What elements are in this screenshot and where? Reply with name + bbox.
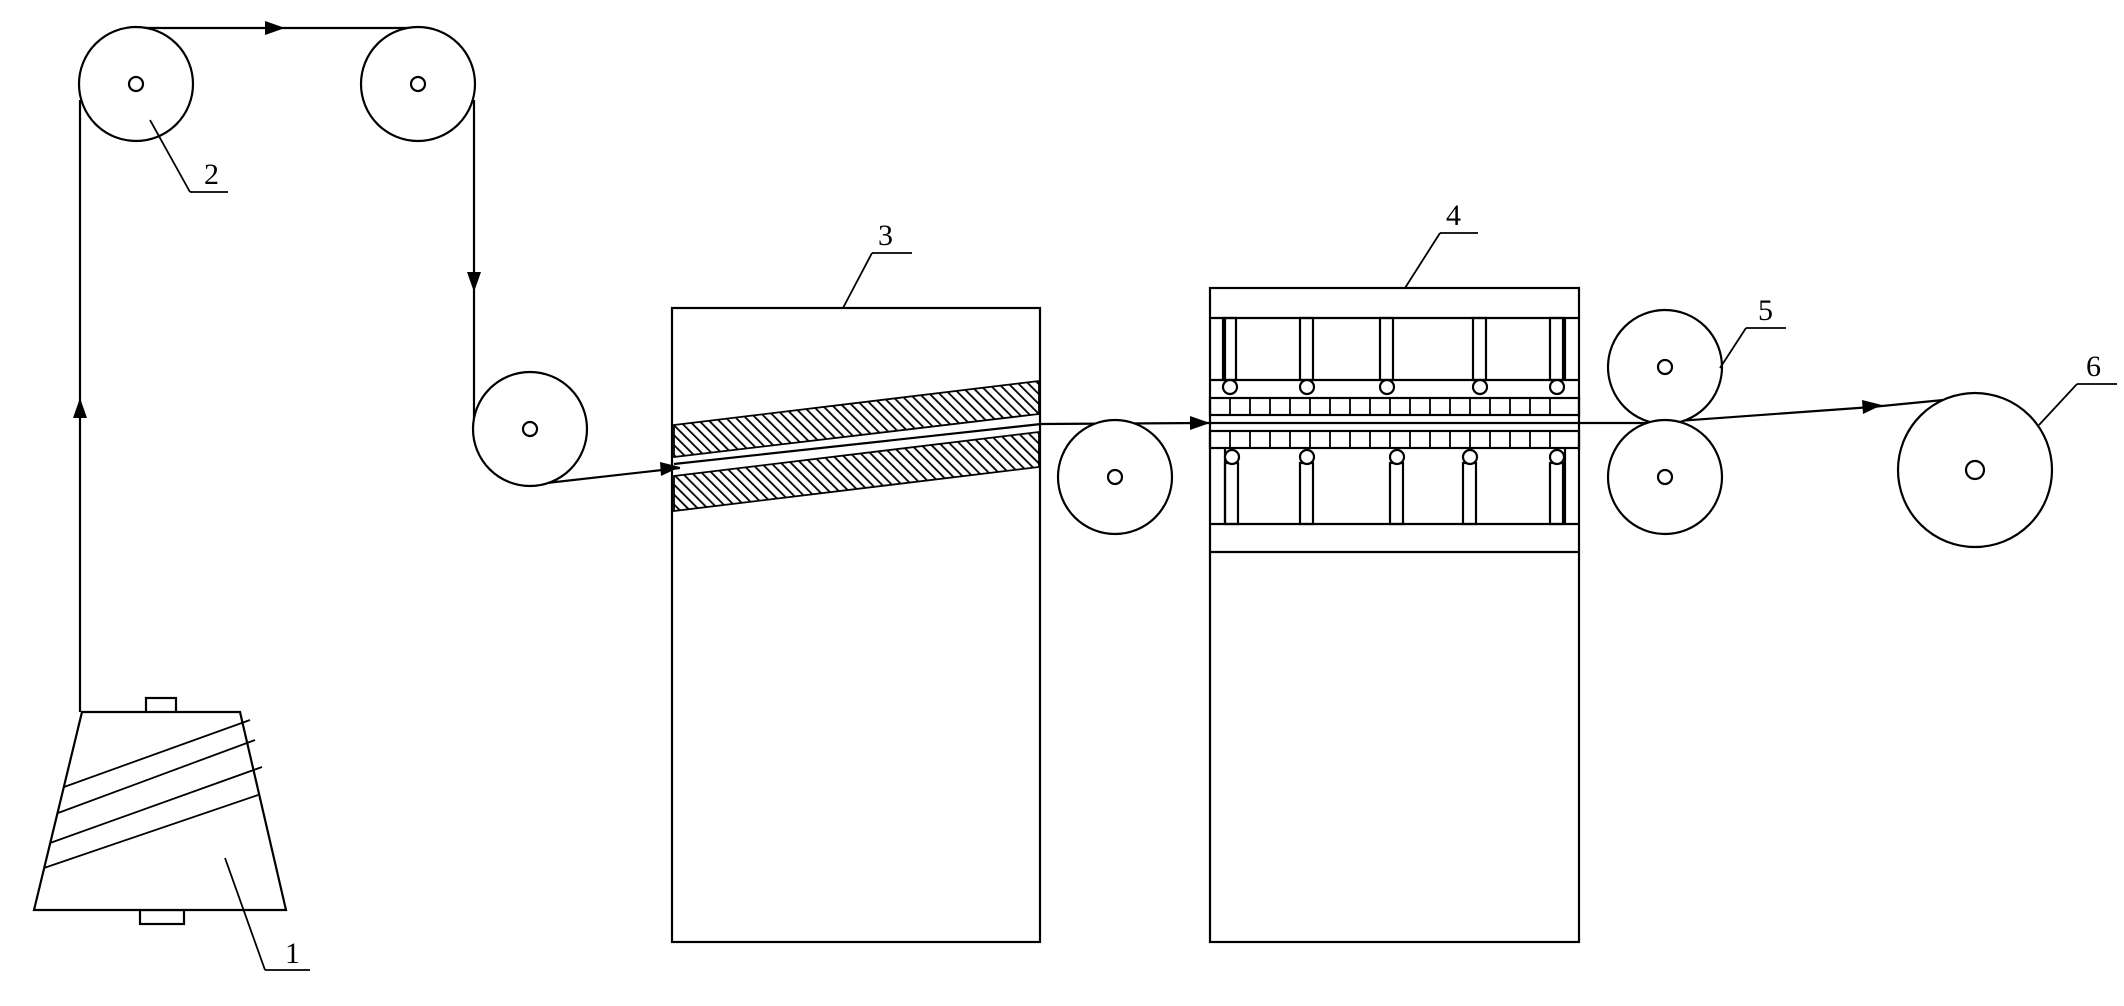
fiber-path [78, 26, 1975, 712]
transfer-roller [1056, 418, 1174, 536]
heating-unit [1208, 286, 1581, 944]
lower-heater-rods [1223, 448, 1566, 526]
upper-heater-rods [1221, 316, 1566, 396]
arrow-right-icon [1862, 400, 1882, 414]
guide-roller-lower [471, 370, 589, 488]
label-2: 2 [204, 158, 219, 191]
label-3: 3 [878, 219, 893, 252]
upper-hatched-plate [673, 379, 1040, 459]
arrow-down-icon [467, 272, 481, 292]
winding-roll [1896, 391, 2054, 549]
leader-lines [149, 119, 2117, 971]
label-4: 4 [1446, 199, 1461, 232]
arrow-right-icon [660, 462, 680, 476]
yarn-bobbin [32, 696, 288, 926]
nip-roller-upper [1606, 308, 1724, 426]
lower-plate-cells [1229, 431, 1551, 448]
label-5: 5 [1758, 294, 1773, 327]
arrow-right-icon [1190, 416, 1210, 430]
lower-hatched-plate [673, 430, 1040, 513]
impregnation-unit [670, 306, 1042, 944]
upper-plate-cells [1229, 398, 1551, 415]
nip-roller-lower [1606, 418, 1724, 536]
label-6: 6 [2086, 350, 2101, 383]
guide-roller-top-right [359, 25, 477, 143]
flow-arrows [73, 21, 1882, 476]
arrow-right-icon [265, 21, 285, 35]
label-1: 1 [285, 937, 300, 970]
guide-roller-top-left [77, 25, 195, 143]
arrow-up-icon [73, 398, 87, 418]
